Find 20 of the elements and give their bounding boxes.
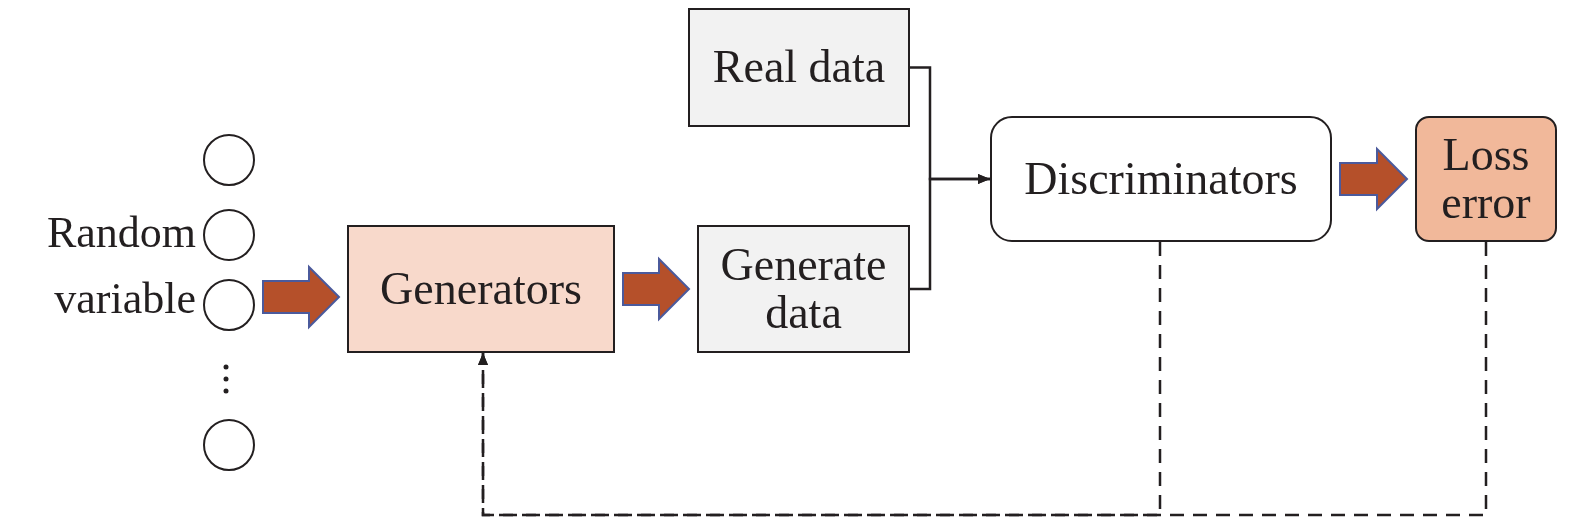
node-label: Discriminators: [1023, 154, 1299, 204]
input-circle: [203, 419, 255, 471]
process-box: [990, 116, 1332, 242]
block-arrow: [262, 264, 341, 330]
input-circle: [203, 209, 255, 261]
process-box: [697, 225, 910, 353]
node-label: Generators: [379, 264, 583, 314]
process-box: [1415, 116, 1557, 242]
node-label: Generate data: [719, 240, 888, 338]
process-box: [347, 225, 615, 353]
block-arrow: [1339, 146, 1409, 212]
input-circle: [203, 279, 255, 331]
block-arrow: [622, 256, 691, 322]
node-label: Loss error: [1440, 130, 1532, 228]
arrow: [910, 174, 990, 291]
dashed-arrow: [478, 242, 1488, 517]
input-circle: [203, 134, 255, 186]
process-box: [688, 8, 910, 127]
node-label: Real data: [711, 43, 887, 92]
input-label: Random variable: [45, 207, 196, 325]
